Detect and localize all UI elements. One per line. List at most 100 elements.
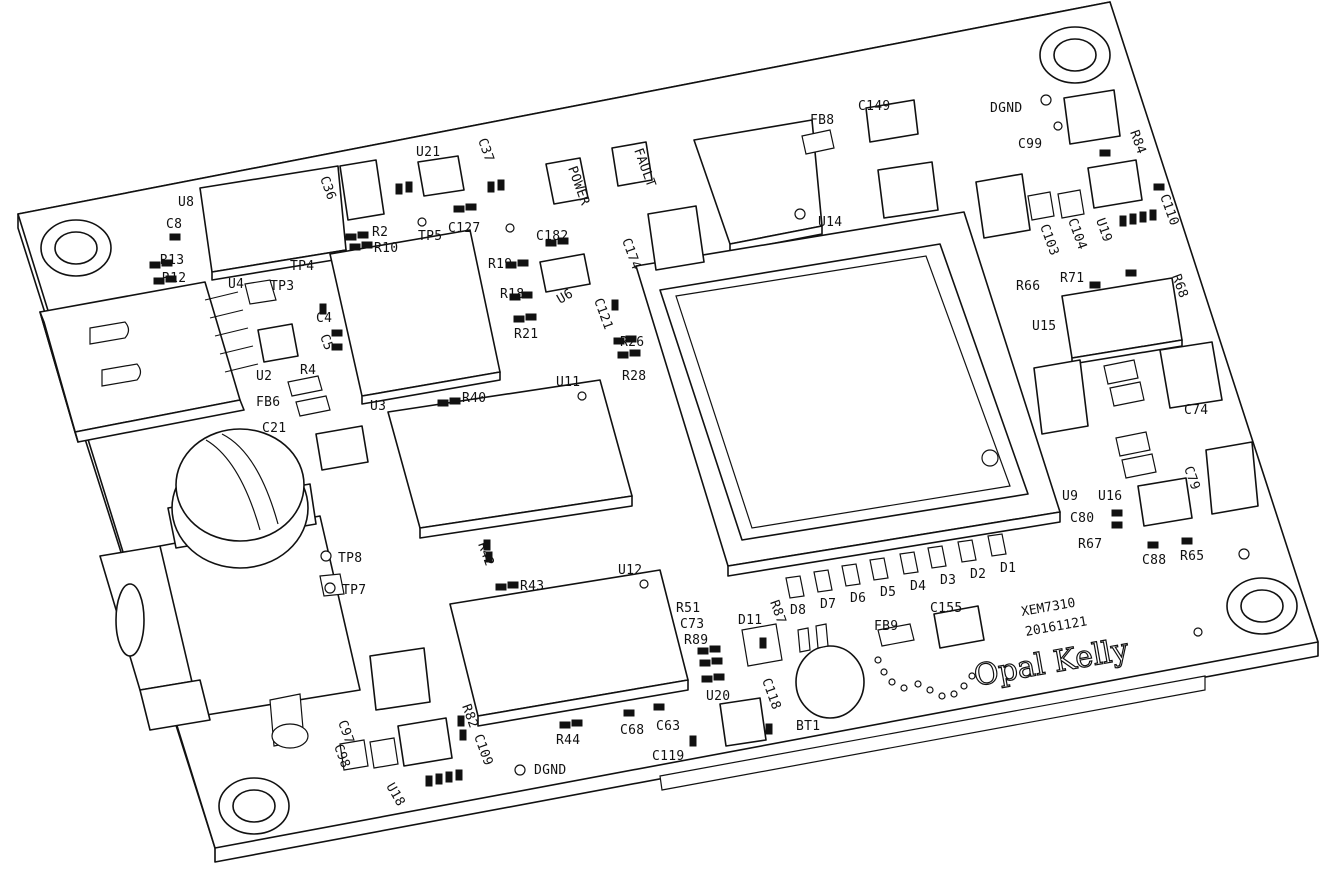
test-point	[320, 550, 332, 562]
label-c149: C149	[858, 99, 891, 114]
chip-u18	[397, 717, 453, 767]
label-u20: U20	[706, 689, 730, 704]
label-c21: C21	[262, 421, 286, 436]
label-r4: R4	[300, 363, 316, 378]
label-c80: C80	[1070, 511, 1094, 526]
capacitor	[1115, 431, 1151, 457]
inductor	[975, 173, 1031, 239]
test-point	[324, 582, 336, 594]
label-fb8: FB8	[810, 113, 834, 128]
label-u2: U2	[256, 369, 272, 384]
inductor	[1063, 89, 1121, 145]
label-tp8: TP8	[338, 551, 362, 566]
inductor	[1205, 441, 1259, 515]
label-c8: C8	[166, 217, 182, 232]
label-r13: R13	[160, 253, 184, 268]
label-c127: C127	[448, 221, 481, 236]
label-r65: R65	[1180, 549, 1204, 564]
inductor	[865, 99, 919, 143]
label-tp4: TP4	[290, 259, 314, 274]
label-c74: C74	[1184, 403, 1208, 418]
led-d8	[785, 575, 805, 599]
label-u4: U4	[228, 277, 244, 292]
chip-u15	[1061, 277, 1183, 365]
capacitor	[287, 375, 323, 397]
label-tp3: TP3	[270, 279, 294, 294]
label-r12: R12	[162, 271, 186, 286]
label-r51: R51	[676, 601, 700, 616]
inductor	[339, 159, 385, 221]
label-u11: U11	[556, 375, 580, 390]
mounting-hole	[218, 777, 290, 835]
label-r40: R40	[462, 391, 486, 406]
chip-u3	[329, 229, 501, 405]
label-u6: U6	[555, 286, 577, 307]
label-c88: C88	[1142, 553, 1166, 568]
chip-u21	[417, 155, 465, 197]
inductor	[315, 425, 369, 471]
label-r66: R66	[1016, 279, 1040, 294]
chip-u11	[387, 379, 633, 539]
label-u3: U3	[370, 399, 386, 414]
label-r2: R2	[372, 225, 388, 240]
chip-u19	[1087, 159, 1143, 209]
power-jack	[99, 515, 361, 749]
inductor	[545, 157, 589, 205]
label-r67: R67	[1078, 537, 1102, 552]
led-d7	[813, 569, 833, 593]
label-u21: U21	[416, 145, 440, 160]
test-point	[1053, 121, 1063, 131]
inductor	[647, 205, 705, 271]
chip-u14	[693, 119, 823, 253]
chip-u6	[539, 253, 591, 293]
label-d4: D4	[910, 579, 926, 594]
capacitor	[369, 737, 399, 769]
label-r71: R71	[1060, 271, 1084, 286]
inductor	[1159, 341, 1223, 409]
label-dgnd-top: DGND	[990, 101, 1023, 116]
test-point	[417, 217, 427, 227]
led-d1	[987, 533, 1007, 557]
label-c4: C4	[316, 311, 332, 326]
led-d2	[957, 539, 977, 563]
electrolytic-capacitor	[167, 428, 317, 569]
capacitor	[1109, 381, 1145, 407]
label-r44: R44	[556, 733, 580, 748]
led-d3	[927, 545, 947, 569]
test-point	[505, 223, 515, 233]
inductor	[877, 161, 939, 219]
label-d6: D6	[850, 591, 866, 606]
label-tp5: TP5	[418, 229, 442, 244]
label-r10: R10	[374, 241, 398, 256]
label-bt1: BT1	[796, 719, 820, 734]
label-u16: U16	[1098, 489, 1122, 504]
label-u9: U9	[1062, 489, 1078, 504]
capacitor	[1027, 191, 1055, 221]
label-d11: D11	[738, 613, 762, 628]
chip-u8	[199, 165, 347, 281]
label-d7: D7	[820, 597, 836, 612]
label-dgnd-bottom: DGND	[534, 763, 567, 778]
label-r21: R21	[514, 327, 538, 342]
label-tp7: TP7	[342, 583, 366, 598]
label-u12: U12	[618, 563, 642, 578]
label-u15: U15	[1032, 319, 1056, 334]
led-d5	[869, 557, 889, 581]
usb-connector	[39, 281, 259, 443]
chip-u2	[244, 279, 299, 363]
label-d1: D1	[1000, 561, 1016, 576]
label-c5: C5	[316, 332, 336, 352]
label-c182: C182	[536, 229, 569, 244]
chip-u20	[719, 697, 767, 747]
label-d3: D3	[940, 573, 956, 588]
mounting-hole	[1226, 577, 1298, 635]
mounting-hole	[1039, 26, 1111, 84]
chip-u9-fpga	[635, 211, 1061, 577]
capacitor	[1057, 189, 1085, 219]
label-c155: C155	[930, 601, 963, 616]
label-r89: R89	[684, 633, 708, 648]
led-d6	[841, 563, 861, 587]
label-r18: R18	[500, 287, 524, 302]
label-d8: D8	[790, 603, 806, 618]
label-c119: C119	[652, 749, 685, 764]
